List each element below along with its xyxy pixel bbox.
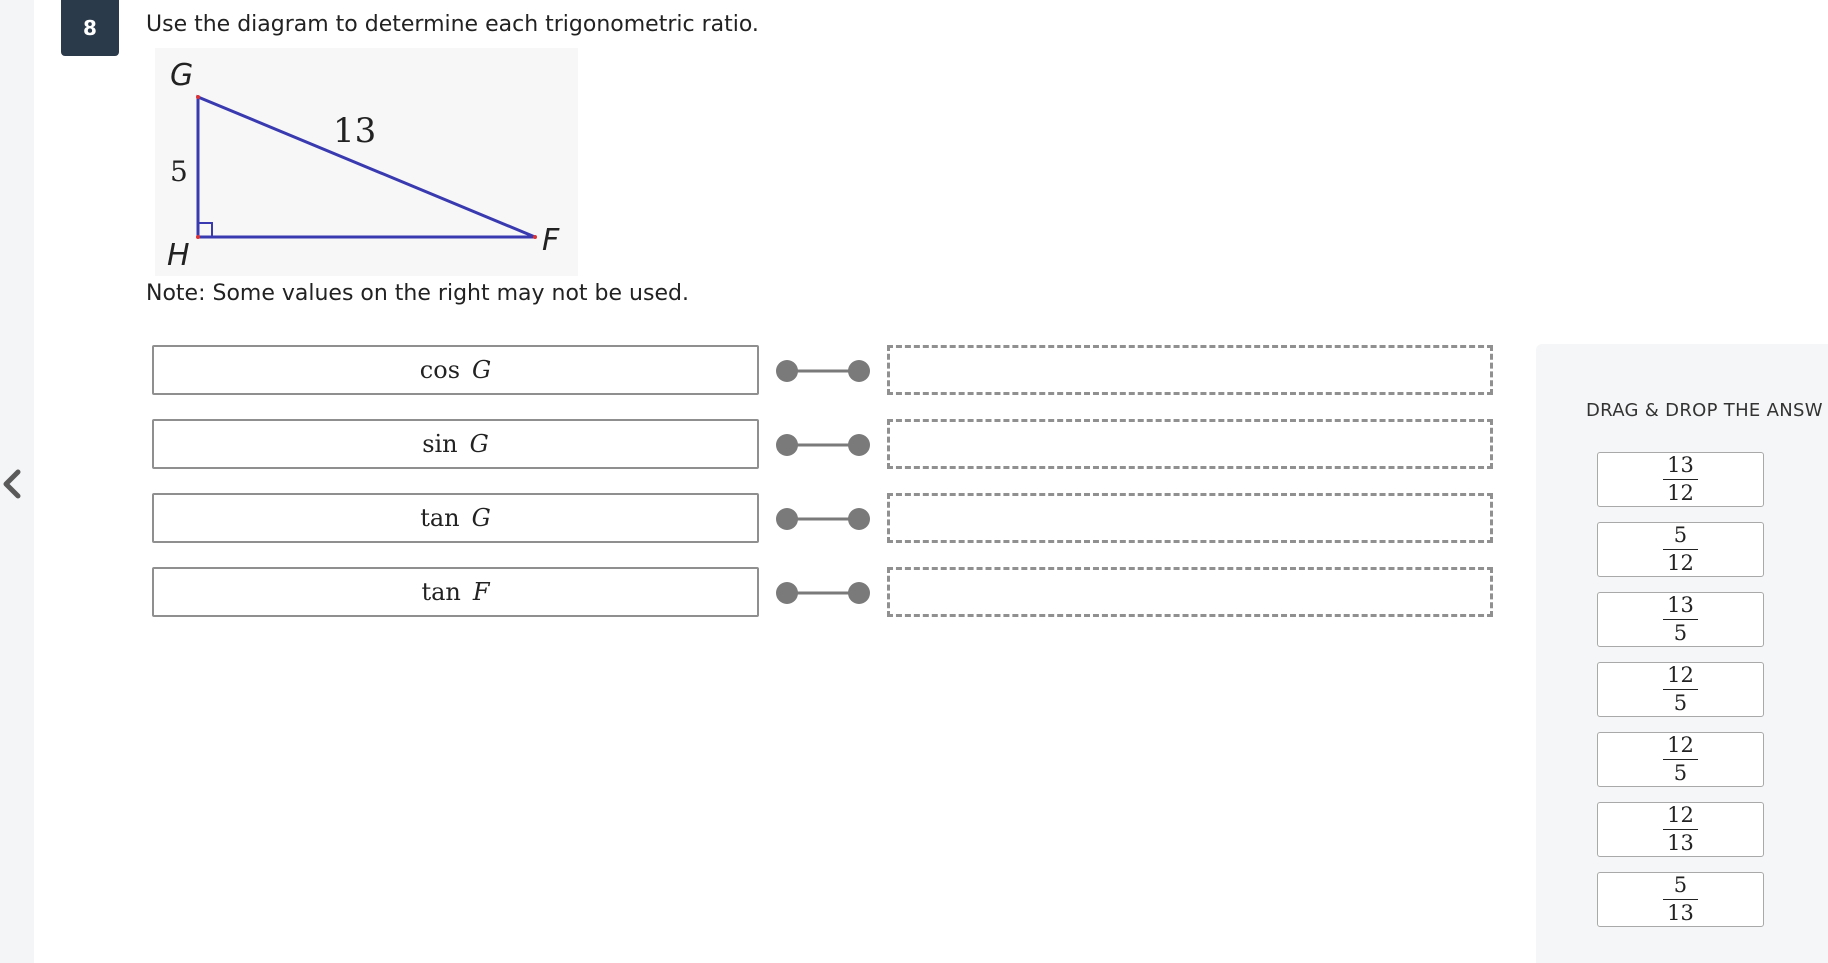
fraction-denominator: 13 [1667, 831, 1694, 856]
fraction: 12 5 [1663, 732, 1698, 786]
vertex-label-f: F [542, 223, 560, 258]
answer-tile[interactable]: 5 13 [1597, 872, 1764, 927]
fraction-bar [1663, 618, 1698, 621]
fraction-numerator: 5 [1673, 522, 1688, 547]
vertex-label-h: H [167, 238, 190, 273]
fraction: 5 12 [1663, 522, 1698, 576]
fraction-denominator: 5 [1673, 761, 1688, 786]
answer-tile[interactable]: 5 12 [1597, 522, 1764, 577]
prompt-function: tan [420, 504, 460, 532]
triangle-diagram: G H F 5 13 [155, 48, 578, 276]
fraction-denominator: 5 [1673, 621, 1688, 646]
drop-zone-tan-f[interactable] [887, 567, 1493, 617]
prompt-variable: G [471, 504, 491, 532]
fraction-numerator: 13 [1667, 452, 1694, 477]
question-note: Note: Some values on the right may not b… [146, 281, 689, 306]
triangle-ghf [196, 94, 536, 239]
fraction-denominator: 13 [1667, 901, 1694, 926]
answer-bank-title: DRAG & DROP THE ANSW [1586, 400, 1823, 421]
fraction-denominator: 12 [1667, 551, 1694, 576]
question-prompt: Use the diagram to determine each trigon… [146, 12, 759, 37]
drop-zone-cos-g[interactable] [887, 345, 1493, 395]
prompt-function: sin [422, 430, 458, 458]
fraction-bar [1663, 478, 1698, 481]
question-number-badge: 8 [61, 0, 119, 56]
right-angle-marker [197, 222, 213, 238]
fraction-numerator: 12 [1667, 802, 1694, 827]
fraction-bar [1663, 828, 1698, 831]
fraction-numerator: 12 [1667, 732, 1694, 757]
fraction: 5 13 [1663, 872, 1698, 926]
fraction-bar [1663, 548, 1698, 551]
answer-bank: DRAG & DROP THE ANSW 13 12 5 12 13 5 12 … [1536, 344, 1828, 963]
answer-tile[interactable]: 13 5 [1597, 592, 1764, 647]
fraction-numerator: 13 [1667, 592, 1694, 617]
prompt-tan-f: tan F [152, 567, 759, 617]
chevron-left-icon[interactable] [0, 462, 28, 506]
connector-line [776, 360, 870, 382]
fraction: 13 12 [1663, 452, 1698, 506]
answer-tile[interactable]: 12 13 [1597, 802, 1764, 857]
side-label-gh: 5 [170, 155, 188, 188]
prompt-function: tan [421, 578, 461, 606]
connector-line [776, 508, 870, 530]
fraction-numerator: 12 [1667, 662, 1694, 687]
connector-line [776, 434, 870, 456]
fraction: 13 5 [1663, 592, 1698, 646]
fraction: 12 5 [1663, 662, 1698, 716]
prompt-variable: G [472, 356, 492, 384]
answer-tile[interactable]: 12 5 [1597, 732, 1764, 787]
answer-tile[interactable]: 13 12 [1597, 452, 1764, 507]
prompt-variable: G [469, 430, 489, 458]
fraction-bar [1663, 688, 1698, 691]
fraction-denominator: 12 [1667, 481, 1694, 506]
prompt-function: cos [419, 356, 461, 384]
prompt-cos-g: cos G [152, 345, 759, 395]
prompt-tan-g: tan G [152, 493, 759, 543]
drop-zone-tan-g[interactable] [887, 493, 1493, 543]
fraction-numerator: 5 [1673, 872, 1688, 897]
prompt-sin-g: sin G [152, 419, 759, 469]
connector-line [776, 582, 870, 604]
fraction: 12 13 [1663, 802, 1698, 856]
fraction-bar [1663, 898, 1698, 901]
vertex-label-g: G [170, 58, 193, 93]
side-label-gf: 13 [333, 111, 376, 151]
drop-zone-sin-g[interactable] [887, 419, 1493, 469]
answer-tile[interactable]: 12 5 [1597, 662, 1764, 717]
prompt-variable: F [472, 578, 490, 606]
fraction-denominator: 5 [1673, 691, 1688, 716]
fraction-bar [1663, 758, 1698, 761]
